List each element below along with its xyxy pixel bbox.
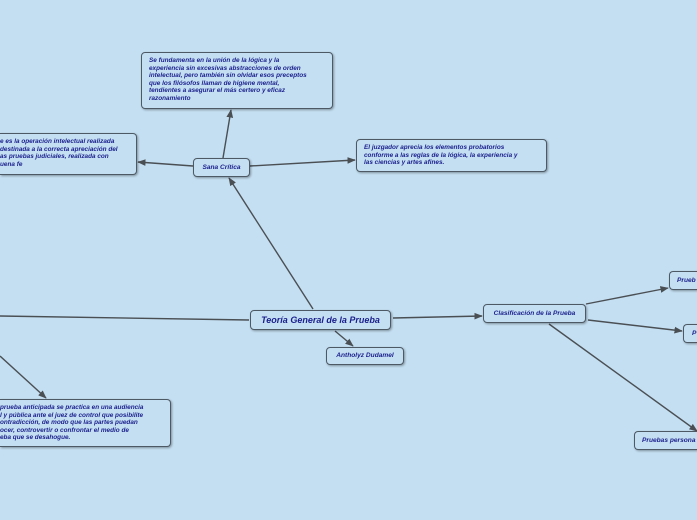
connector-clasif-to-1 <box>585 286 669 305</box>
connector-clasif-to-3 <box>548 323 697 432</box>
prueba-anticipada-note[interactable]: prueba anticipada se practica en una aud… <box>0 399 171 447</box>
author-node[interactable]: Antholyz Dudamel <box>326 347 404 365</box>
connector-center-to-clasificacion <box>392 312 483 320</box>
connector-center-to-sana <box>228 177 314 310</box>
connector-center-to-left <box>0 315 250 321</box>
connector-sana-to-top <box>222 109 234 159</box>
clasificacion-item-2[interactable]: P <box>683 324 697 343</box>
clasificacion-node[interactable]: Clasificación de la Prueba <box>483 304 586 323</box>
sana-critica-definition-note[interactable]: e es la operación intelectual realizada … <box>0 133 137 175</box>
sana-critica-node[interactable]: Sana Crítica <box>193 158 250 177</box>
sana-critica-foundation-note[interactable]: Se fundamenta en la unión de la lógica y… <box>141 52 333 109</box>
connector-sana-to-right <box>249 157 356 167</box>
connector-center-to-author <box>334 330 354 347</box>
connector-sana-to-left <box>137 159 194 167</box>
connector-clasif-to-2 <box>587 319 683 334</box>
clasificacion-item-1[interactable]: Prueb <box>669 271 697 290</box>
clasificacion-item-3[interactable]: Pruebas persona <box>634 431 697 450</box>
sana-critica-judge-note[interactable]: El juzgador aprecia los elementos probat… <box>356 139 547 172</box>
connector-left-to-anticipada <box>0 355 47 399</box>
central-topic-node[interactable]: Teoría General de la Prueba <box>250 310 391 330</box>
